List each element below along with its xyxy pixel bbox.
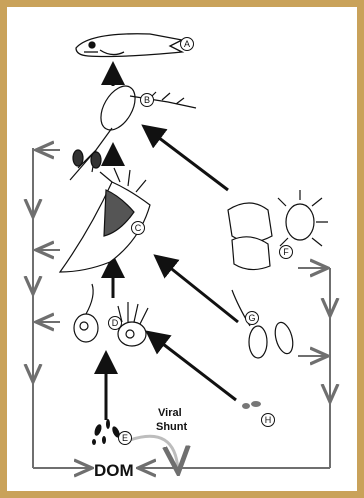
label-d: D — [112, 318, 119, 328]
fish-icon — [76, 34, 182, 57]
label-circles — [109, 38, 293, 445]
dom-label: DOM — [94, 461, 134, 480]
copepod-icon — [70, 80, 196, 180]
bacteria-icon — [92, 419, 121, 445]
viral-label: Viral — [158, 407, 182, 419]
label-f: F — [283, 247, 289, 257]
small-algae-icon — [232, 290, 296, 358]
label-h: H — [265, 415, 272, 425]
label-b: B — [144, 95, 150, 105]
label-a: A — [184, 39, 190, 49]
label-e: E — [122, 433, 128, 443]
ciliate-icon — [60, 168, 150, 272]
viral-shunt-arrow — [130, 436, 178, 470]
virus-icon — [242, 401, 261, 409]
label-c: C — [135, 223, 142, 233]
flagellate-icon — [74, 284, 148, 346]
left-flow-lines — [33, 148, 90, 468]
label-g: G — [248, 313, 255, 323]
shunt-label: Shunt — [156, 421, 187, 433]
phytoplankton-icon — [228, 190, 328, 270]
